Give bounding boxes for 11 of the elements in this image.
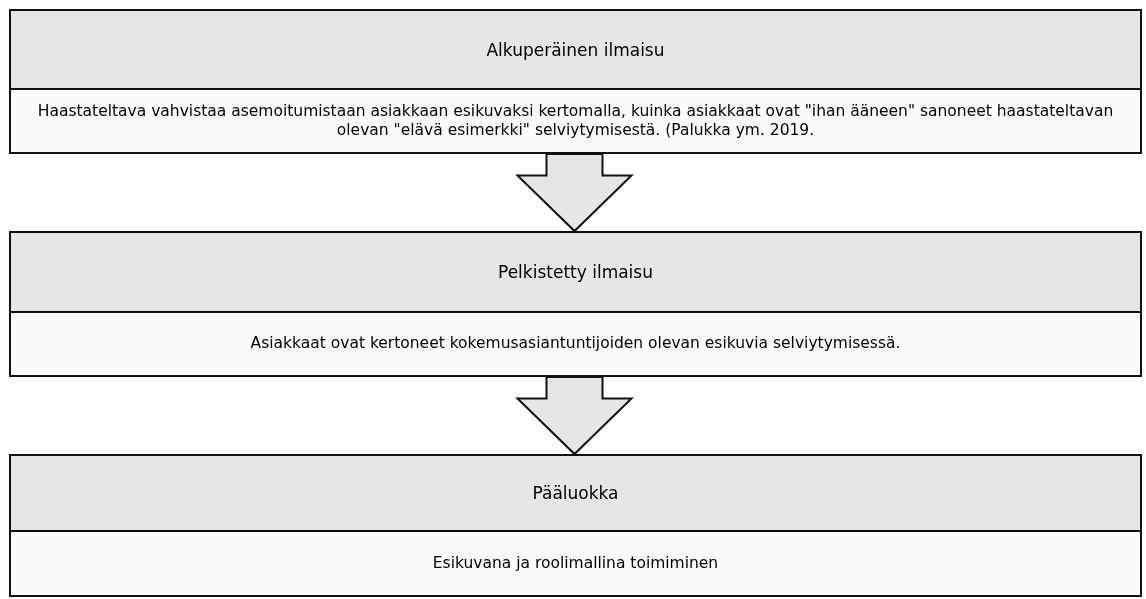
section-box bbox=[9, 454, 1142, 597]
section-heading: Pelkistetty ilmaisu bbox=[498, 262, 653, 282]
section-heading: Alkuperäinen ilmaisu bbox=[486, 39, 665, 60]
block-arrow bbox=[515, 153, 634, 233]
section-text: Haastateltava vahvistaa asemoitumistaan asiakkaan esikuvaksi kertomalla, kuinka asiakkaat ovat "ihan ääneen" sanoneet haastateltavan olevan "elävä esimerkki" selviytymisestä. (Palukka ym. 2019. bbox=[36, 101, 1115, 141]
section-heading: Pääluokka bbox=[532, 483, 619, 503]
section-text: Asiakkaat ovat kertoneet kokemusasiantuntijoiden olevan esikuvia selviytymisessä. bbox=[250, 334, 901, 354]
section-box bbox=[9, 9, 1142, 154]
section-text: Esikuvana ja roolimallina toimiminen bbox=[432, 553, 719, 574]
section-box bbox=[9, 231, 1142, 377]
block-arrow bbox=[515, 376, 634, 456]
